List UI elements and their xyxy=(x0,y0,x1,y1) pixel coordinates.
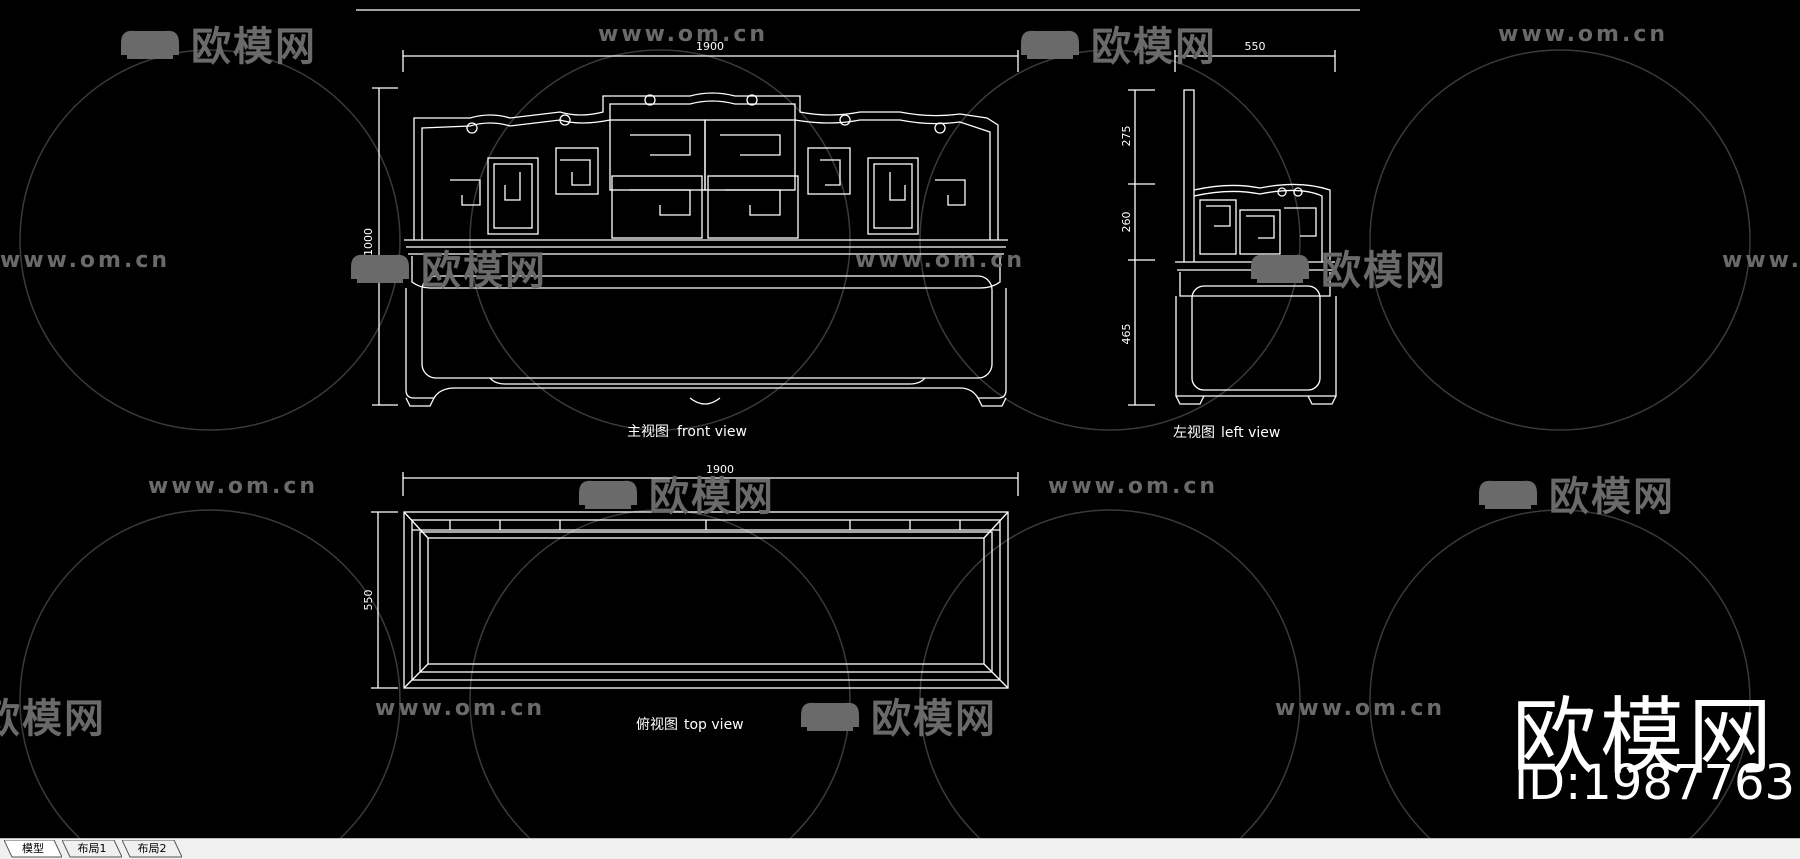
tab-layout-2[interactable]: 布局2 xyxy=(122,840,182,858)
watermark-logo: 欧模网 xyxy=(0,696,106,742)
left-caption-en: left view xyxy=(1221,425,1280,441)
sofa-icon xyxy=(1479,480,1537,509)
tab-model[interactable]: 模型 xyxy=(4,840,62,858)
watermark-url: www.om.cn xyxy=(1722,248,1800,273)
top-width-dim: 1900 xyxy=(706,463,734,476)
top-height-dim: 550 xyxy=(362,590,375,611)
watermark-url: www.om.cn xyxy=(148,474,319,499)
cad-drawing: 1900 1000 550 275 260 465 1900 550 主视图 f… xyxy=(356,9,1360,733)
left-view xyxy=(1128,50,1337,406)
watermark-url: www.om.cn xyxy=(0,248,171,273)
tab-shape-icon xyxy=(62,840,122,858)
cad-model-space[interactable]: 1900 1000 550 275 260 465 1900 550 主视图 f… xyxy=(0,0,1800,838)
tab-layout-1[interactable]: 布局1 xyxy=(62,840,122,858)
tab-shape-icon xyxy=(4,840,62,858)
model-id-watermark: ID:1987763 xyxy=(1514,755,1796,811)
watermark-logo: 欧模网 xyxy=(795,686,997,744)
top-caption-en: top view xyxy=(684,717,744,733)
left-dim-arm: 260 xyxy=(1120,212,1133,233)
front-caption-cn: 主视图 xyxy=(627,424,669,440)
front-caption-en: front view xyxy=(677,424,747,440)
left-dim-back: 275 xyxy=(1120,126,1133,147)
front-width-dim: 1900 xyxy=(696,40,724,53)
watermark-logo: 欧模网 xyxy=(573,464,775,522)
brand-watermark-large: 欧模网 xyxy=(1512,688,1777,786)
watermark-logo: 欧模网 xyxy=(345,238,547,296)
left-dim-seat: 465 xyxy=(1120,324,1133,345)
sofa-icon xyxy=(121,30,179,59)
watermark-logo: 欧模网 xyxy=(1015,14,1217,72)
left-caption-cn: 左视图 xyxy=(1173,425,1215,441)
left-width-dim: 550 xyxy=(1245,40,1266,53)
watermark-url: www.om.cn xyxy=(855,248,1026,273)
sofa-icon xyxy=(801,702,859,731)
watermark-circles xyxy=(19,49,1751,838)
watermark-url: www.om.cn xyxy=(598,22,769,47)
top-caption-cn: 俯视图 xyxy=(636,717,678,733)
watermark-url: www.om.cn xyxy=(1275,696,1446,721)
tab-shape-icon xyxy=(122,840,182,858)
watermark-url: www.om.cn xyxy=(1048,474,1219,499)
layout-tab-bar: 模型 布局1 布局2 xyxy=(0,838,1800,859)
watermark-url: www.om.cn xyxy=(1498,22,1669,47)
sofa-icon xyxy=(1021,30,1079,59)
watermark-logo: 欧模网 xyxy=(115,14,317,72)
top-view xyxy=(371,472,1019,689)
watermark-logo: 欧模网 xyxy=(1473,464,1675,522)
sofa-icon xyxy=(351,254,409,283)
watermark-url: www.om.cn xyxy=(375,696,546,721)
watermark-logo: 欧模网 xyxy=(1245,238,1447,296)
front-view xyxy=(372,50,1019,407)
front-height-dim: 1000 xyxy=(362,228,375,256)
sofa-icon xyxy=(579,480,637,509)
sofa-icon xyxy=(1251,254,1309,283)
